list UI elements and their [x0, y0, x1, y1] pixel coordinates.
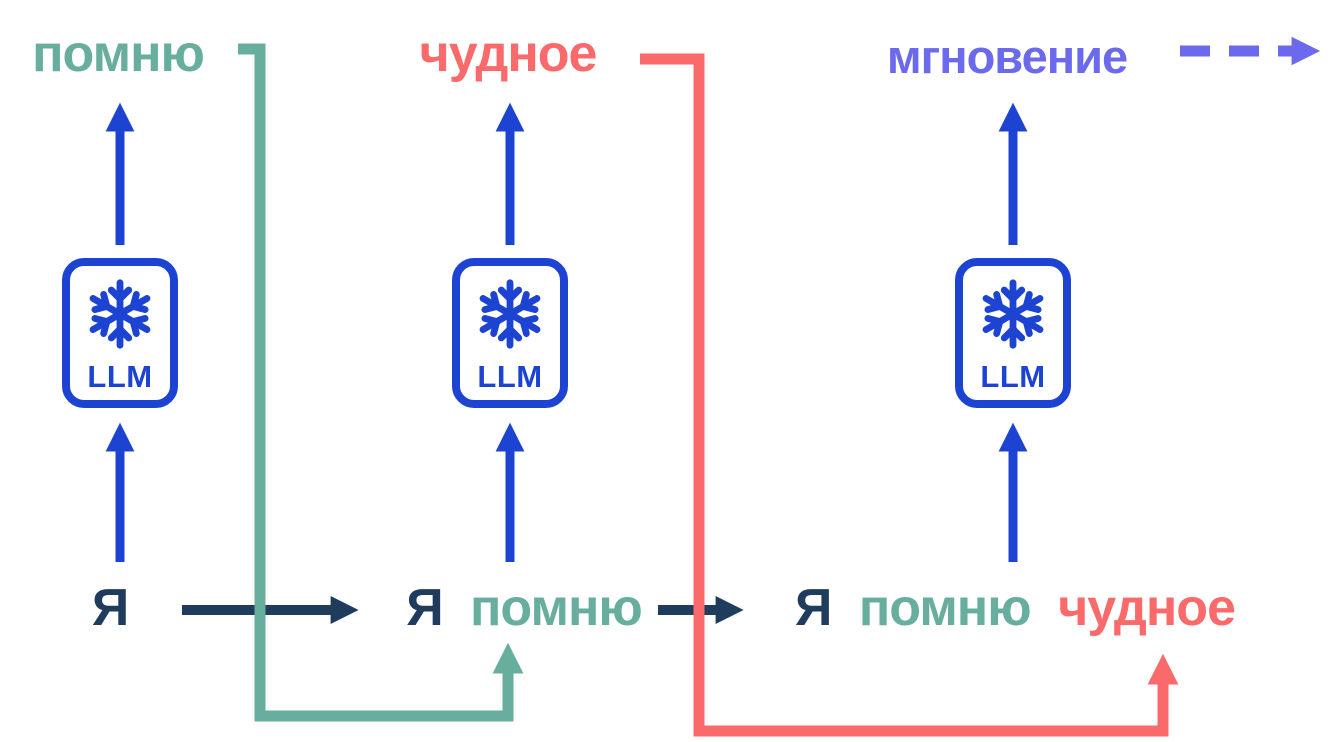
token-chudnoe: чудное	[419, 25, 598, 83]
token-pomnyu: помню	[32, 25, 205, 83]
output-word-2: чудное	[419, 25, 598, 83]
token-ya: Я	[91, 579, 129, 637]
snowflake-icon	[472, 276, 548, 352]
llm-box-3: LLM	[955, 258, 1071, 408]
token-mgnovenie: мгновение	[886, 30, 1128, 83]
input-sequence-3: Я помню чудное	[795, 579, 1236, 637]
llm-box-1: LLM	[62, 258, 178, 408]
input-sequence-1: Я	[91, 579, 129, 637]
output-word-3: мгновение	[886, 29, 1128, 85]
token-pomnyu: помню	[470, 579, 643, 637]
llm-label: LLM	[980, 359, 1046, 394]
token-pomnyu: помню	[858, 579, 1032, 637]
output-word-1: помню	[32, 25, 205, 83]
input-sequence-2: Я помню	[406, 579, 643, 637]
llm-label: LLM	[87, 359, 153, 394]
token-chudnoe: чудное	[1058, 579, 1236, 637]
snowflake-icon	[82, 276, 158, 352]
llm-box-2: LLM	[452, 258, 568, 408]
token-ya: Я	[406, 579, 443, 637]
snowflake-icon	[975, 276, 1051, 352]
llm-label: LLM	[477, 359, 543, 394]
token-ya: Я	[795, 579, 832, 637]
